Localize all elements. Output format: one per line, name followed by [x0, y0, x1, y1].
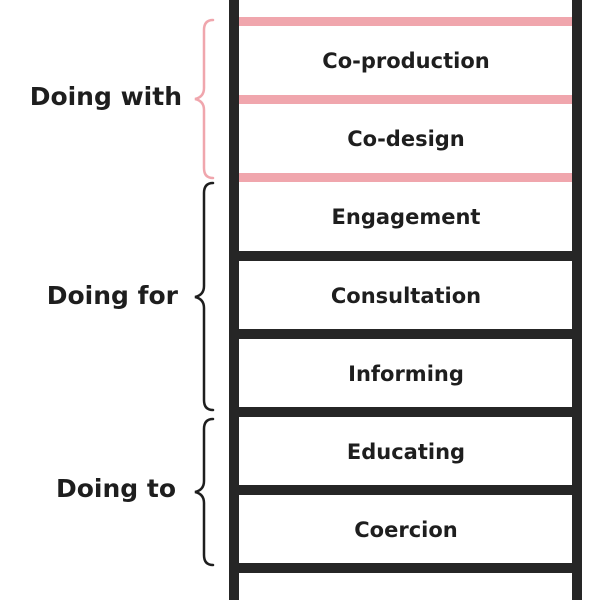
rung-label-coercion: Coercion: [354, 518, 458, 542]
rung-label-co-design: Co-design: [347, 127, 465, 151]
ladder-rung-pink: [239, 95, 572, 104]
group-label-doing-for: Doing for: [46, 281, 178, 310]
ladder-right-rail: [572, 0, 582, 600]
rung-label-informing: Informing: [348, 362, 464, 386]
rung-label-engagement: Engagement: [331, 205, 481, 229]
ladder-rung: [239, 485, 572, 495]
ladder-rung-pink: [239, 17, 572, 26]
rung-label-educating: Educating: [346, 440, 466, 464]
ladder-rung: [239, 407, 572, 417]
ladder-rung: [239, 329, 572, 339]
brace-doing-for: [194, 181, 215, 412]
group-label-doing-to: Doing to: [55, 474, 176, 503]
rung-label-consultation: Consultation: [330, 284, 482, 308]
ladder-rung-pink: [239, 173, 572, 182]
group-label-doing-with: Doing with: [29, 82, 182, 111]
brace-doing-with: [194, 18, 215, 180]
rung-label-co-production: Co-production: [322, 49, 490, 73]
brace-doing-to: [194, 417, 215, 567]
ladder-rung: [239, 251, 572, 261]
ladder-rung: [239, 563, 572, 573]
ladder-left-rail: [229, 0, 239, 600]
